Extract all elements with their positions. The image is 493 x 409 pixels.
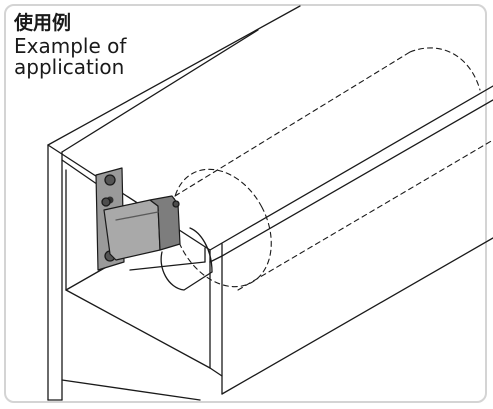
bracket-icon	[95, 167, 181, 271]
cabinet-inner-opening	[65, 169, 211, 369]
caption-title-en-1: Example of	[14, 33, 127, 58]
rod-end	[160, 227, 213, 291]
cabinet-bottom	[47, 379, 201, 401]
caption-title-en-2: application	[14, 54, 125, 79]
dashed-cylinder	[172, 47, 493, 291]
illustration-frame	[4, 4, 487, 403]
caption-title-jp: 使用例	[14, 12, 72, 34]
caption-block: 使用例 Example of application	[14, 12, 127, 79]
cabinet-right-post	[209, 99, 493, 395]
